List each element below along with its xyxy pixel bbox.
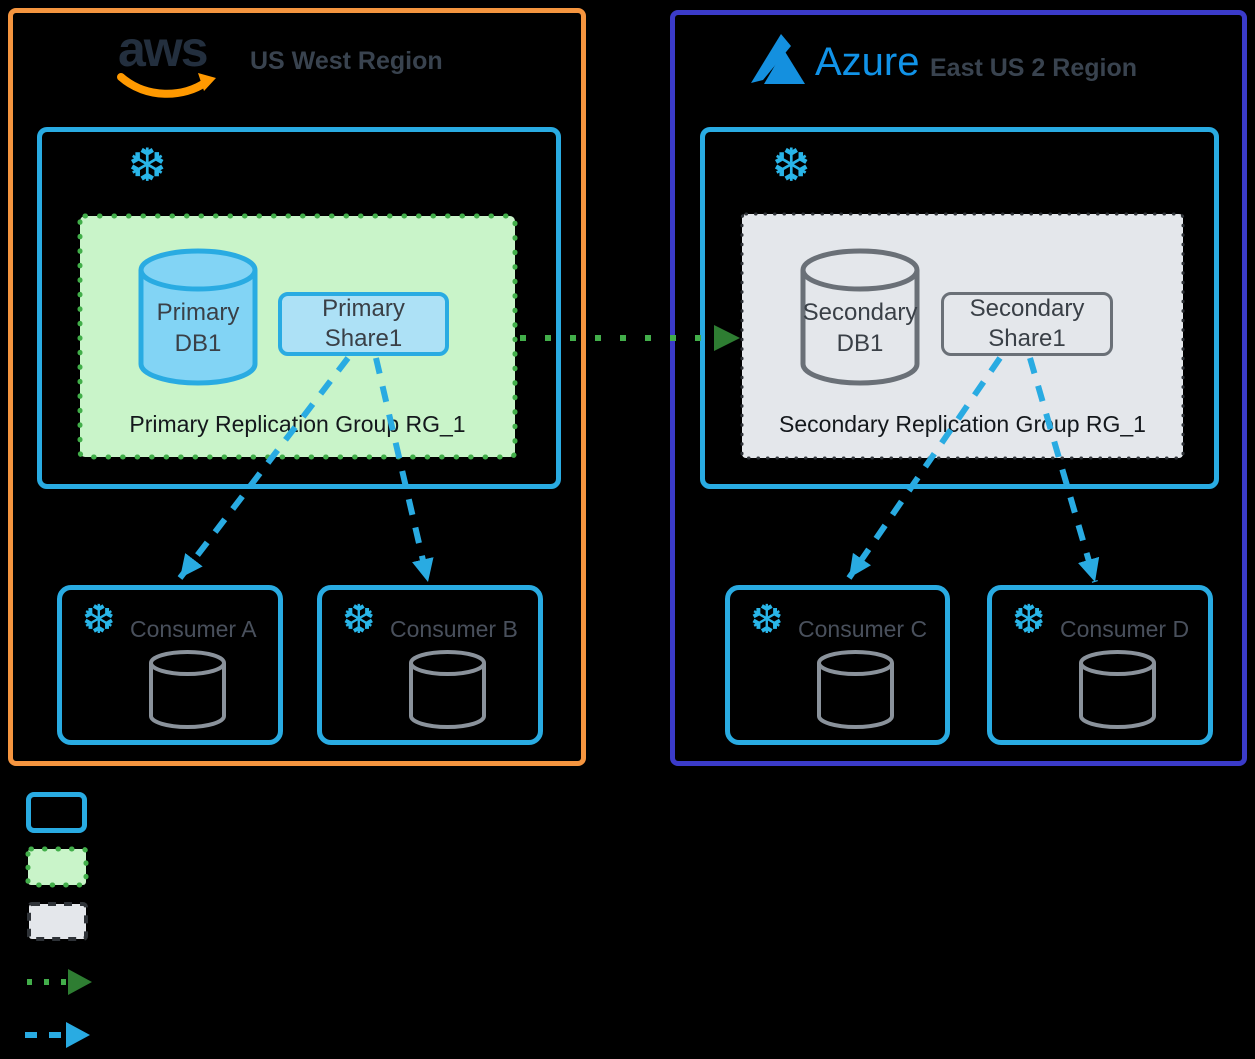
legend-replication-arrow-swatch <box>27 969 92 995</box>
aws-region-box <box>8 8 586 766</box>
consumer-a-label: Consumer A <box>130 616 257 642</box>
database-icon <box>817 650 894 729</box>
aws-region-title: US West Region <box>250 47 443 75</box>
azure-logo-icon <box>751 34 805 84</box>
database-icon <box>138 248 258 386</box>
secondary-db-label-line1: Secondary <box>802 298 918 326</box>
snowflake-icon: ❆ <box>1012 597 1046 643</box>
secondary-db-cylinder: Secondary DB1 <box>798 246 922 388</box>
azure-region-box <box>670 10 1247 766</box>
database-icon <box>149 650 226 729</box>
legend-secondary-group-swatch <box>27 902 88 941</box>
primary-share-label-line1: Primary <box>322 295 405 322</box>
secondary-share-label-line2: Share1 <box>988 325 1066 352</box>
snowflake-icon: ❆ <box>750 597 784 643</box>
secondary-db-label-line2: DB1 <box>836 330 884 357</box>
legend-share-arrow-swatch <box>25 1022 90 1048</box>
aws-logo-text: aws <box>118 21 209 77</box>
primary-db-label: Primary DB1 <box>136 246 260 388</box>
database-icon <box>800 248 920 386</box>
snowflake-icon: ❆ <box>128 138 167 192</box>
primary-db-label-line1: Primary <box>156 298 240 326</box>
consumer-c-label: Consumer C <box>798 616 928 642</box>
consumer-b-box: ❆ Consumer B <box>317 585 543 745</box>
snowflake-icon: ❆ <box>772 138 811 192</box>
primary-share-label-line2: Share1 <box>324 325 403 352</box>
secondary-share-box: Secondary Share1 <box>941 292 1113 356</box>
consumer-c-box: ❆ Consumer C <box>725 585 950 745</box>
primary-db-label-line2: DB1 <box>174 330 222 357</box>
consumer-d-label: Consumer D <box>1060 616 1190 642</box>
azure-logo-text: Azure <box>815 40 920 84</box>
database-icon <box>1079 650 1156 729</box>
snowflake-icon: ❆ <box>82 597 116 643</box>
consumer-a-box: ❆ Consumer A <box>57 585 283 745</box>
consumer-b-label: Consumer B <box>390 616 518 642</box>
secondary-share-label-line1: Secondary <box>969 295 1085 322</box>
secondary-db-label: Secondary DB1 <box>798 246 922 388</box>
snowflake-icon: ❆ <box>342 597 376 643</box>
azure-region-title: East US 2 Region <box>930 54 1137 82</box>
aws-smile-icon <box>117 73 216 98</box>
legend-snowflake-node-swatch <box>26 792 87 833</box>
primary-share-box: Primary Share1 <box>278 292 449 356</box>
consumer-d-box: ❆ Consumer D <box>987 585 1213 745</box>
legend-primary-group-swatch <box>25 846 89 888</box>
database-icon <box>409 650 486 729</box>
primary-db-cylinder: Primary DB1 <box>136 246 260 388</box>
